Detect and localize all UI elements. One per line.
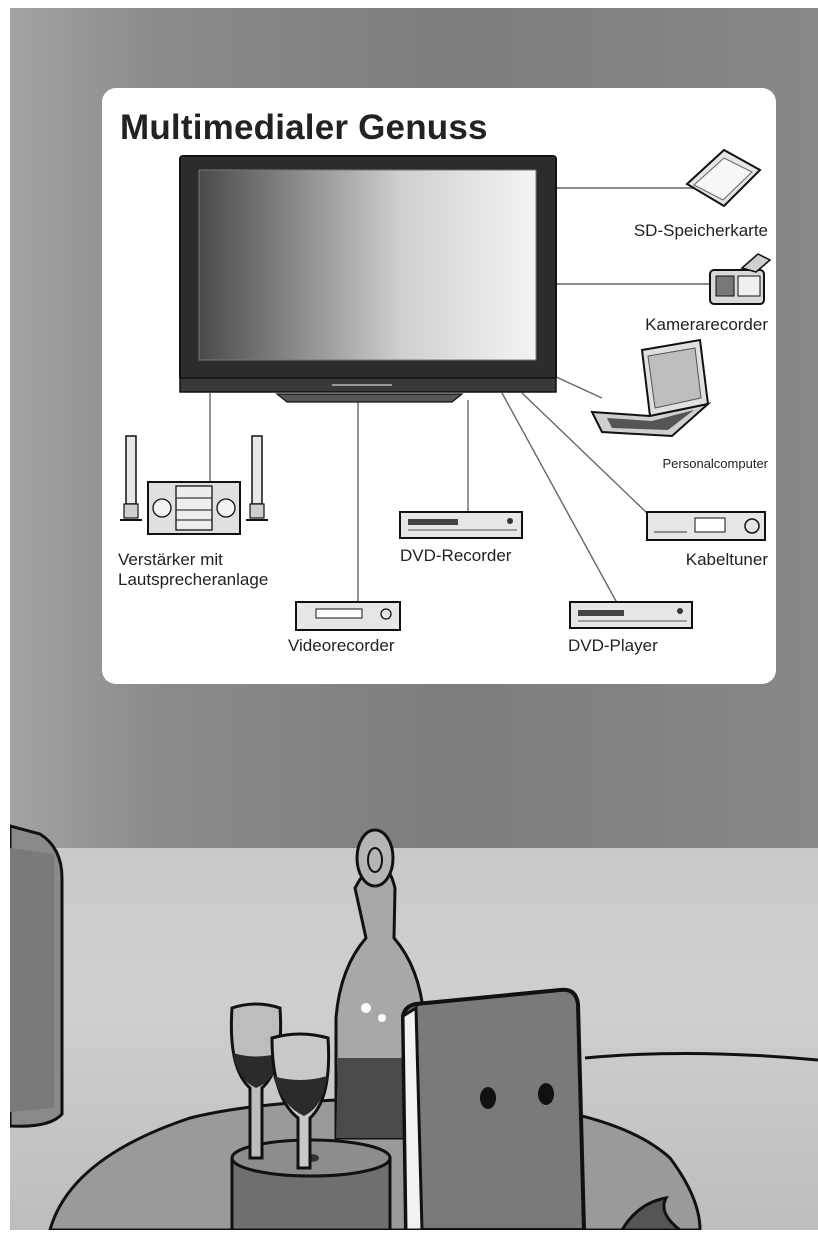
table-scene-illustration [10, 824, 818, 1230]
video-recorder-icon [295, 601, 401, 631]
label-camcorder: Kamerarecorder [645, 315, 768, 334]
floor-edge-line [584, 1051, 818, 1062]
dvd-player-icon [569, 601, 693, 629]
speaker-side-highlight [401, 1005, 424, 1230]
dvd-recorder-icon [399, 511, 523, 539]
label-cable-tuner: Kabeltuner [685, 550, 768, 569]
label-amplifier-line1: Verstärker mit [118, 550, 223, 569]
bottle-stopper [355, 828, 395, 888]
page: Multimedialer Genuss [10, 8, 818, 1230]
panel-title: Multimedialer Genuss [120, 108, 488, 147]
label-sd-card: SD-Speicherkarte [633, 221, 768, 240]
amplifier-system-icon [120, 435, 268, 535]
cable-tuner-icon [646, 511, 766, 541]
camcorder-icon [709, 253, 772, 305]
speaker-box [400, 987, 587, 1230]
bottle-highlight-2 [378, 1014, 386, 1022]
bottle-highlight-1 [361, 1003, 371, 1013]
connection-diagram [120, 148, 772, 631]
line-cable-tuner [521, 392, 648, 514]
label-pc: Personalcomputer [662, 456, 769, 471]
wine-glass-2-liquid [273, 1076, 327, 1116]
label-amplifier-line2: Lautsprecheranlage [118, 570, 269, 589]
connection-lines [209, 187, 710, 604]
leaf [620, 1195, 683, 1230]
label-dvd-player: DVD-Player [568, 636, 658, 655]
line-dvd-player [501, 392, 618, 604]
speaker-port-left [480, 1087, 496, 1109]
wine-glass-1-liquid [233, 1053, 280, 1088]
laptop-icon [590, 338, 712, 438]
bottle-stopper-loop [367, 847, 383, 873]
label-video-recorder: Videorecorder [288, 636, 395, 655]
line-pc [553, 375, 603, 399]
label-dvd-recorder: DVD-Recorder [400, 546, 512, 565]
cabinet-left-face [10, 848, 54, 1112]
connectivity-panel: Multimedialer Genuss [102, 88, 776, 684]
tv-icon [179, 155, 557, 403]
sd-card-icon [685, 148, 762, 208]
speaker-port-right [538, 1083, 554, 1105]
